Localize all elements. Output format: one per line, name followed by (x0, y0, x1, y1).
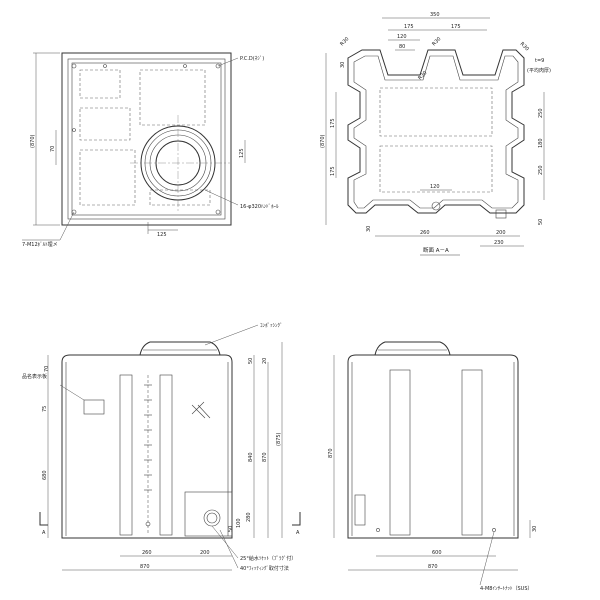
dim-bot-left: 30 (366, 226, 372, 232)
dim-side-870: 870 (328, 448, 334, 458)
dim-bot-inner: 120 (430, 184, 440, 190)
callout-insert-nut: 4-M8ｲﾝｻｰﾄﾅｯﾄ（SUS） (480, 586, 533, 592)
dim-front-280: 280 (246, 512, 252, 522)
dim-front-875: (875) (276, 433, 282, 446)
dim-side-870-bot: 870 (428, 564, 438, 570)
callout-bottom-2: 40°ﾌｨｯﾃｨﾝｸﾞ取付寸法 (240, 565, 289, 572)
dim-front-50b: 50 (228, 526, 234, 532)
section-view: 350 175 175 120 80 R30 R30 R30 R30 t=9 (… (320, 12, 551, 256)
section-title: 断面 A－A (423, 246, 449, 254)
callout-flange: 16-φ320ﾊﾝﾄﾞﾎｰﾙ (240, 203, 279, 210)
dim-front-50: 50 (248, 358, 254, 364)
dim-manhole-offset-v: 125 (239, 148, 245, 158)
callout-bottom: 7-M12ﾎﾞﾙﾄ埋メ (22, 241, 58, 248)
dim-front-260: 260 (142, 550, 152, 556)
dim-overall-v: (870) (30, 135, 36, 148)
dim-bot-200: 200 (496, 230, 506, 236)
dim-front-840: 840 (248, 452, 254, 462)
dim-left-top: 30 (340, 62, 346, 68)
dim-front-20: 20 (262, 358, 268, 364)
callout-top: ｺﾝﾎﾟｯｼﾝｸﾞ (260, 322, 283, 329)
dim-top-inner2: 80 (399, 44, 405, 50)
top-view: (870) 70 125 125 P.C.D(ﾈｼﾞ) 16-φ320ﾊﾝﾄﾞﾎ… (22, 52, 279, 248)
section-mark-right: A (296, 530, 300, 536)
manhole (130, 115, 230, 212)
dim-section-left-total: (870) (320, 135, 326, 148)
dim-front-680: 680 (42, 470, 48, 480)
dim-front-70: 70 (44, 366, 50, 372)
dim-side-30: 30 (532, 526, 538, 532)
dim-inner-v: 70 (50, 146, 56, 152)
side-cap (374, 341, 451, 356)
name-plate (83, 399, 105, 415)
front-cap (139, 341, 221, 356)
dim-front-870-bot: 870 (140, 564, 150, 570)
dim-top-total: 350 (430, 12, 440, 18)
section-mark-left: A (42, 530, 46, 536)
fitting-box (184, 491, 233, 537)
top-view-outline (61, 52, 232, 226)
dim-right-c: 250 (538, 165, 544, 175)
callout-label: 品名表示板 (22, 373, 47, 380)
radius-top-mid: R30 (431, 36, 442, 47)
side-fitting (354, 494, 366, 526)
front-body (61, 354, 233, 539)
radius-top-right: R30 (519, 41, 530, 52)
dim-bot-230: 230 (494, 240, 504, 246)
note-average: (平均肉厚) (527, 67, 551, 74)
dim-top-right: 175 (451, 24, 461, 30)
dim-top-left: 175 (404, 24, 414, 30)
side-view: 870 30 600 870 4-M8ｲﾝｻｰﾄﾅｯﾄ（SUS） (328, 341, 538, 592)
dim-front-870: 870 (262, 452, 268, 462)
stamp-mark (191, 401, 211, 419)
radius-top-left: R30 (339, 36, 350, 47)
dim-front-75: 75 (42, 406, 48, 412)
dim-manhole-offset: 125 (157, 232, 167, 238)
dim-left-b: 175 (330, 166, 336, 176)
dim-front-200: 200 (200, 550, 210, 556)
radius-inner: R30 (417, 70, 428, 81)
dim-right-bottom: 50 (538, 219, 544, 225)
section-outline (347, 49, 525, 214)
dim-bot-260: 260 (420, 230, 430, 236)
note-thickness: t=9 (535, 58, 544, 64)
dim-right-a: 250 (538, 108, 544, 118)
dim-right-b: 180 (538, 138, 544, 148)
level-scale (144, 384, 152, 491)
callout-bolt: P.C.D(ﾈｼﾞ) (240, 55, 264, 62)
dim-left-a: 175 (330, 118, 336, 128)
callout-bottom-1: 25°給水ｿｹｯﾄ（ﾌﾟﾗｸﾞ付） (240, 555, 296, 562)
dim-front-100: 100 (236, 518, 242, 528)
side-body (347, 354, 519, 539)
front-view: 680 75 70 50 20 840 870 (875) 280 100 50… (22, 322, 301, 572)
dim-side-600: 600 (432, 550, 442, 556)
dim-top-inner: 120 (397, 34, 407, 40)
